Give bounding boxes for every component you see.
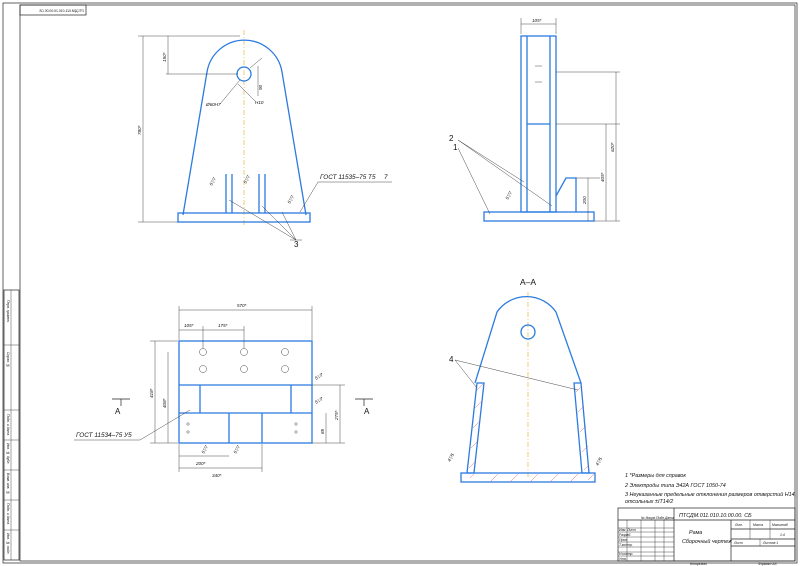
plan-weld-mark-2: 5▽7 xyxy=(314,396,324,405)
note-4: отсольных ±IT14/2 xyxy=(625,499,673,505)
tb-col-scale: Масштаб xyxy=(772,523,788,527)
plan-width-dim: 570* xyxy=(237,303,247,308)
plan-dim-175: 175* xyxy=(218,323,228,328)
tb-designation: ПТСДМ.011.010.10.00.00. СБ xyxy=(679,513,752,519)
tb-name-1: Рама xyxy=(689,530,702,536)
strip-label-1: Перв. примен. xyxy=(6,300,10,323)
tb-row-2: Пров. xyxy=(619,538,628,542)
side-weld-mark: 5▽7 xyxy=(505,190,514,200)
inner-frame xyxy=(19,4,796,562)
tb-row-5: Н.контр. xyxy=(619,552,633,556)
tb-hdr-sign: Подп. xyxy=(656,516,665,520)
section-weld-mark-2: 4▽5 xyxy=(595,456,604,466)
technical-notes: 1 *Размеры для справок 2 Электроды типа … xyxy=(624,473,796,505)
plan-dim-105: 105* xyxy=(184,323,194,328)
tb-col-mass: Масса xyxy=(753,523,763,527)
tb-footer-right: Формат А3 xyxy=(758,562,777,566)
side-dim-200: 200 xyxy=(582,196,587,205)
plan-dim-340: 340* xyxy=(212,473,222,478)
plan-view: 570* 105* 175* 418* 408* 275* 85 200* 34… xyxy=(74,303,373,478)
plan-dim-275: 275* xyxy=(334,410,339,421)
note-1: 1 *Размеры для справок xyxy=(625,473,686,479)
tb-row-3: Т.контр. xyxy=(619,543,633,547)
strip-label-3: Подп. и дата xyxy=(6,414,10,435)
side-width-dim: 105* xyxy=(532,18,542,23)
side-view: 105* 620* 405* 200 2 1 5▽7 xyxy=(449,18,620,222)
front-weld-mark-1: 5▽7 xyxy=(209,176,218,186)
strip-label-5: Взам. инв. № xyxy=(6,473,10,494)
front-hole-dim-a: 90 xyxy=(258,84,263,90)
front-height-dim: 780* xyxy=(137,125,142,135)
tb-sheets: Листов 1 xyxy=(762,541,778,545)
section-title: А–А xyxy=(520,277,536,287)
side-callout-2: 2 xyxy=(449,134,454,143)
side-callout-1: 1 xyxy=(453,143,458,152)
section-mark-right: А xyxy=(364,407,370,416)
plan-weld-mark-4: 5▽7 xyxy=(233,444,242,454)
stamp-code: ПТСДМ.011.010.10.00.00 СБ xyxy=(38,9,84,13)
tb-footer-left: Копировал xyxy=(690,562,707,566)
tb-sheet: Лист xyxy=(733,541,743,545)
section-mark-left: А xyxy=(115,407,121,416)
plan-dim-85: 85 xyxy=(320,428,325,434)
tb-row-6: Утв. xyxy=(619,557,627,561)
section-weld-mark-1: 4▽5 xyxy=(447,452,456,462)
note-2: 2 Электроды типа Э42А ГОСТ 1050-74 xyxy=(624,483,726,489)
tb-hdr-date: Дата xyxy=(664,516,674,520)
plan-dim-200: 200* xyxy=(195,461,206,466)
tb-col-lit: Лит. xyxy=(734,523,743,527)
tb-row-0: Изм. Лист xyxy=(619,528,636,532)
stamp-box xyxy=(19,4,87,16)
front-weld-mark-2: 5▽7 xyxy=(243,174,252,184)
tb-hdr-doc: № докум. xyxy=(641,516,656,520)
front-weld-mark-3: 5▽7 xyxy=(287,194,296,204)
front-top-dim: 150* xyxy=(162,52,167,62)
front-weld-leg: 7 xyxy=(384,174,388,181)
section-view: А–А 4 4▽5 4▽5 xyxy=(447,277,604,483)
left-strip: Перв. примен. Справ. № Подп. и дата Инв.… xyxy=(3,289,20,561)
plan-weld-mark-3: 5▽7 xyxy=(201,444,210,454)
title-block: ПТСДМ.011.010.10.00.00. СБ Рама Сборочны… xyxy=(617,507,796,566)
side-dim-620: 620* xyxy=(610,142,615,152)
strip-label-6: Подп. и дата xyxy=(6,503,10,524)
strip-label-4: Инв. № дубл. xyxy=(6,443,10,464)
front-view: 780* 150* 90 Ø60Н7 Н10 ГОСТ 11535–75 Т5 … xyxy=(137,30,392,249)
front-hole-diameter: Ø60Н7 xyxy=(205,102,221,107)
note-3: 3 Неуказанные предельные отклонения разм… xyxy=(625,491,796,498)
tb-name-2: Сборочный чертеж xyxy=(682,538,732,545)
plan-dim-408: 408* xyxy=(162,398,167,408)
section-callout-4: 4 xyxy=(449,355,454,364)
strip-label-7: Инв. № подл. xyxy=(6,533,10,554)
front-weld-std: ГОСТ 11535–75 Т5 xyxy=(320,174,376,181)
tb-scale: 1:4 xyxy=(780,533,785,537)
front-hole-dim-b: Н10 xyxy=(255,100,264,105)
tb-row-1: Разраб. xyxy=(619,533,631,537)
strip-label-2: Справ. № xyxy=(6,352,10,368)
plan-weld-mark-1: 5▽7 xyxy=(314,372,324,381)
plan-weld-std: ГОСТ 11534–75 У5 xyxy=(76,432,132,439)
side-dim-405: 405* xyxy=(600,172,605,182)
plan-height-dim: 418* xyxy=(149,388,154,398)
front-callout-3: 3 xyxy=(294,240,299,249)
